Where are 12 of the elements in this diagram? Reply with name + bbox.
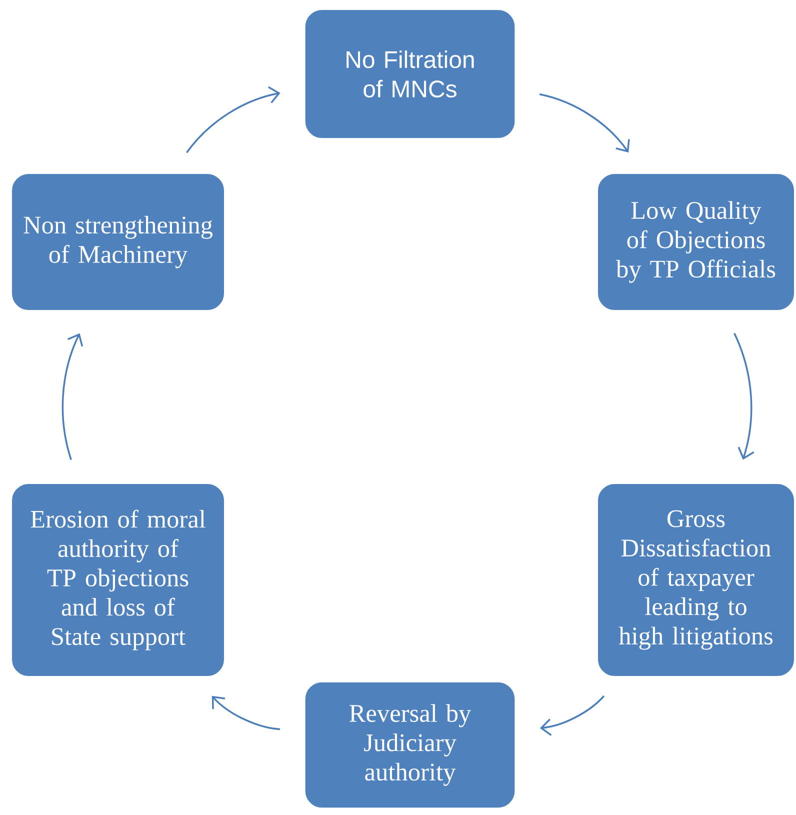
arrow	[186, 86, 280, 154]
arrow	[734, 332, 754, 460]
process-box: Reversal by Judiciary authority	[301, 678, 519, 812]
process-box: Non strengthening of Machinery	[8, 170, 228, 314]
arrow	[212, 696, 280, 730]
process-box: Low Quality of Objections by TP Officials	[594, 170, 796, 314]
arrow	[540, 695, 605, 736]
process-box: Gross Dissatisfaction of taxpayer leading to high litigations	[594, 480, 796, 680]
arrow	[62, 333, 84, 460]
arrow	[539, 93, 630, 152]
process-box: Erosion of moral authority of TP objections and loss of State support	[8, 480, 228, 680]
process-box: No Filtration of MNCs	[301, 6, 519, 142]
